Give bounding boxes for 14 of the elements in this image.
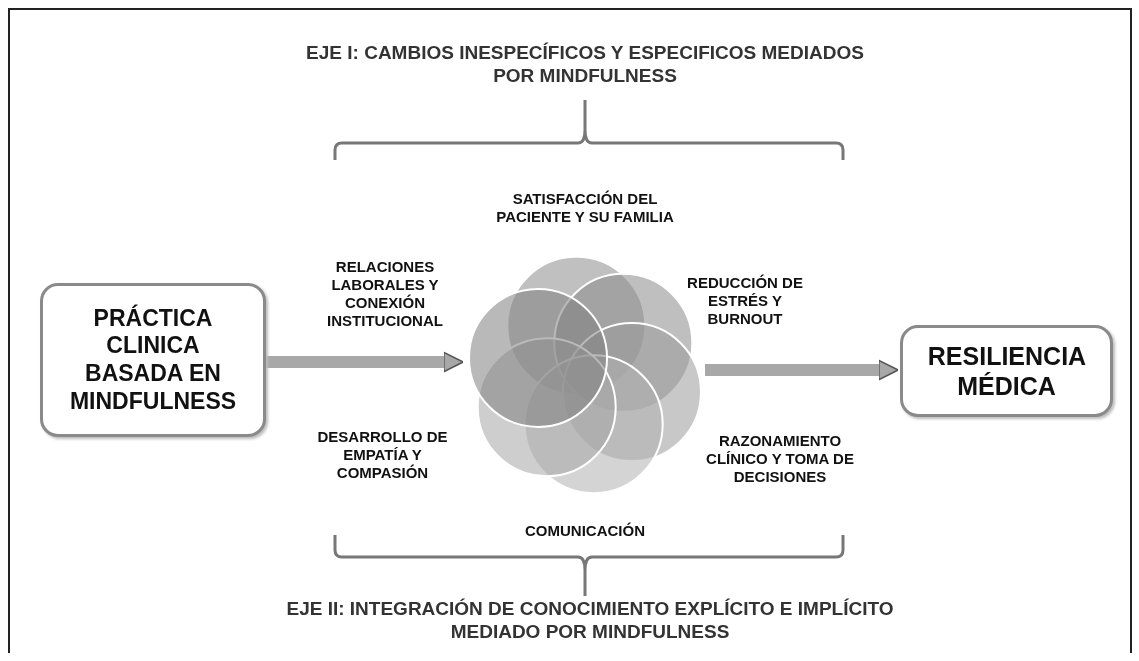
factor-label: REDUCCIÓN DE ESTRÉS Y BURNOUT xyxy=(686,274,804,328)
arrow xyxy=(266,351,464,373)
arrow xyxy=(705,359,899,381)
process-box xyxy=(40,283,266,437)
factor-label: RAZONAMIENTO CLÍNICO Y TOMA DE DECISIONES xyxy=(705,432,855,486)
axis-title: EJE I: CAMBIOS INESPECÍFICOS Y ESPECIFICOS MEDIADOS POR MINDFULNESS xyxy=(305,42,865,88)
box-text: PRÁCTICA CLINICA BASADA EN MINDFULNESS xyxy=(68,304,238,416)
box-text: RESILIENCIA MÉDICA xyxy=(926,341,1088,401)
factor-label: SATISFACCIÓN DEL PACIENTE Y SU FAMILIA xyxy=(495,190,675,226)
factor-label: COMUNICACIÓN xyxy=(524,522,646,540)
factor-label: DESARROLLO DE EMPATÍA Y COMPASIÓN xyxy=(316,428,449,482)
axis-title: EJE II: INTEGRACIÓN DE CONOCIMIENTO EXPLÍCITO E IMPLÍCITO MEDIADO POR MINDFULNESS xyxy=(285,598,895,644)
process-box xyxy=(900,325,1113,417)
factor-label: RELACIONES LABORALES Y CONEXIÓN INSTITUCIONAL xyxy=(326,258,444,330)
